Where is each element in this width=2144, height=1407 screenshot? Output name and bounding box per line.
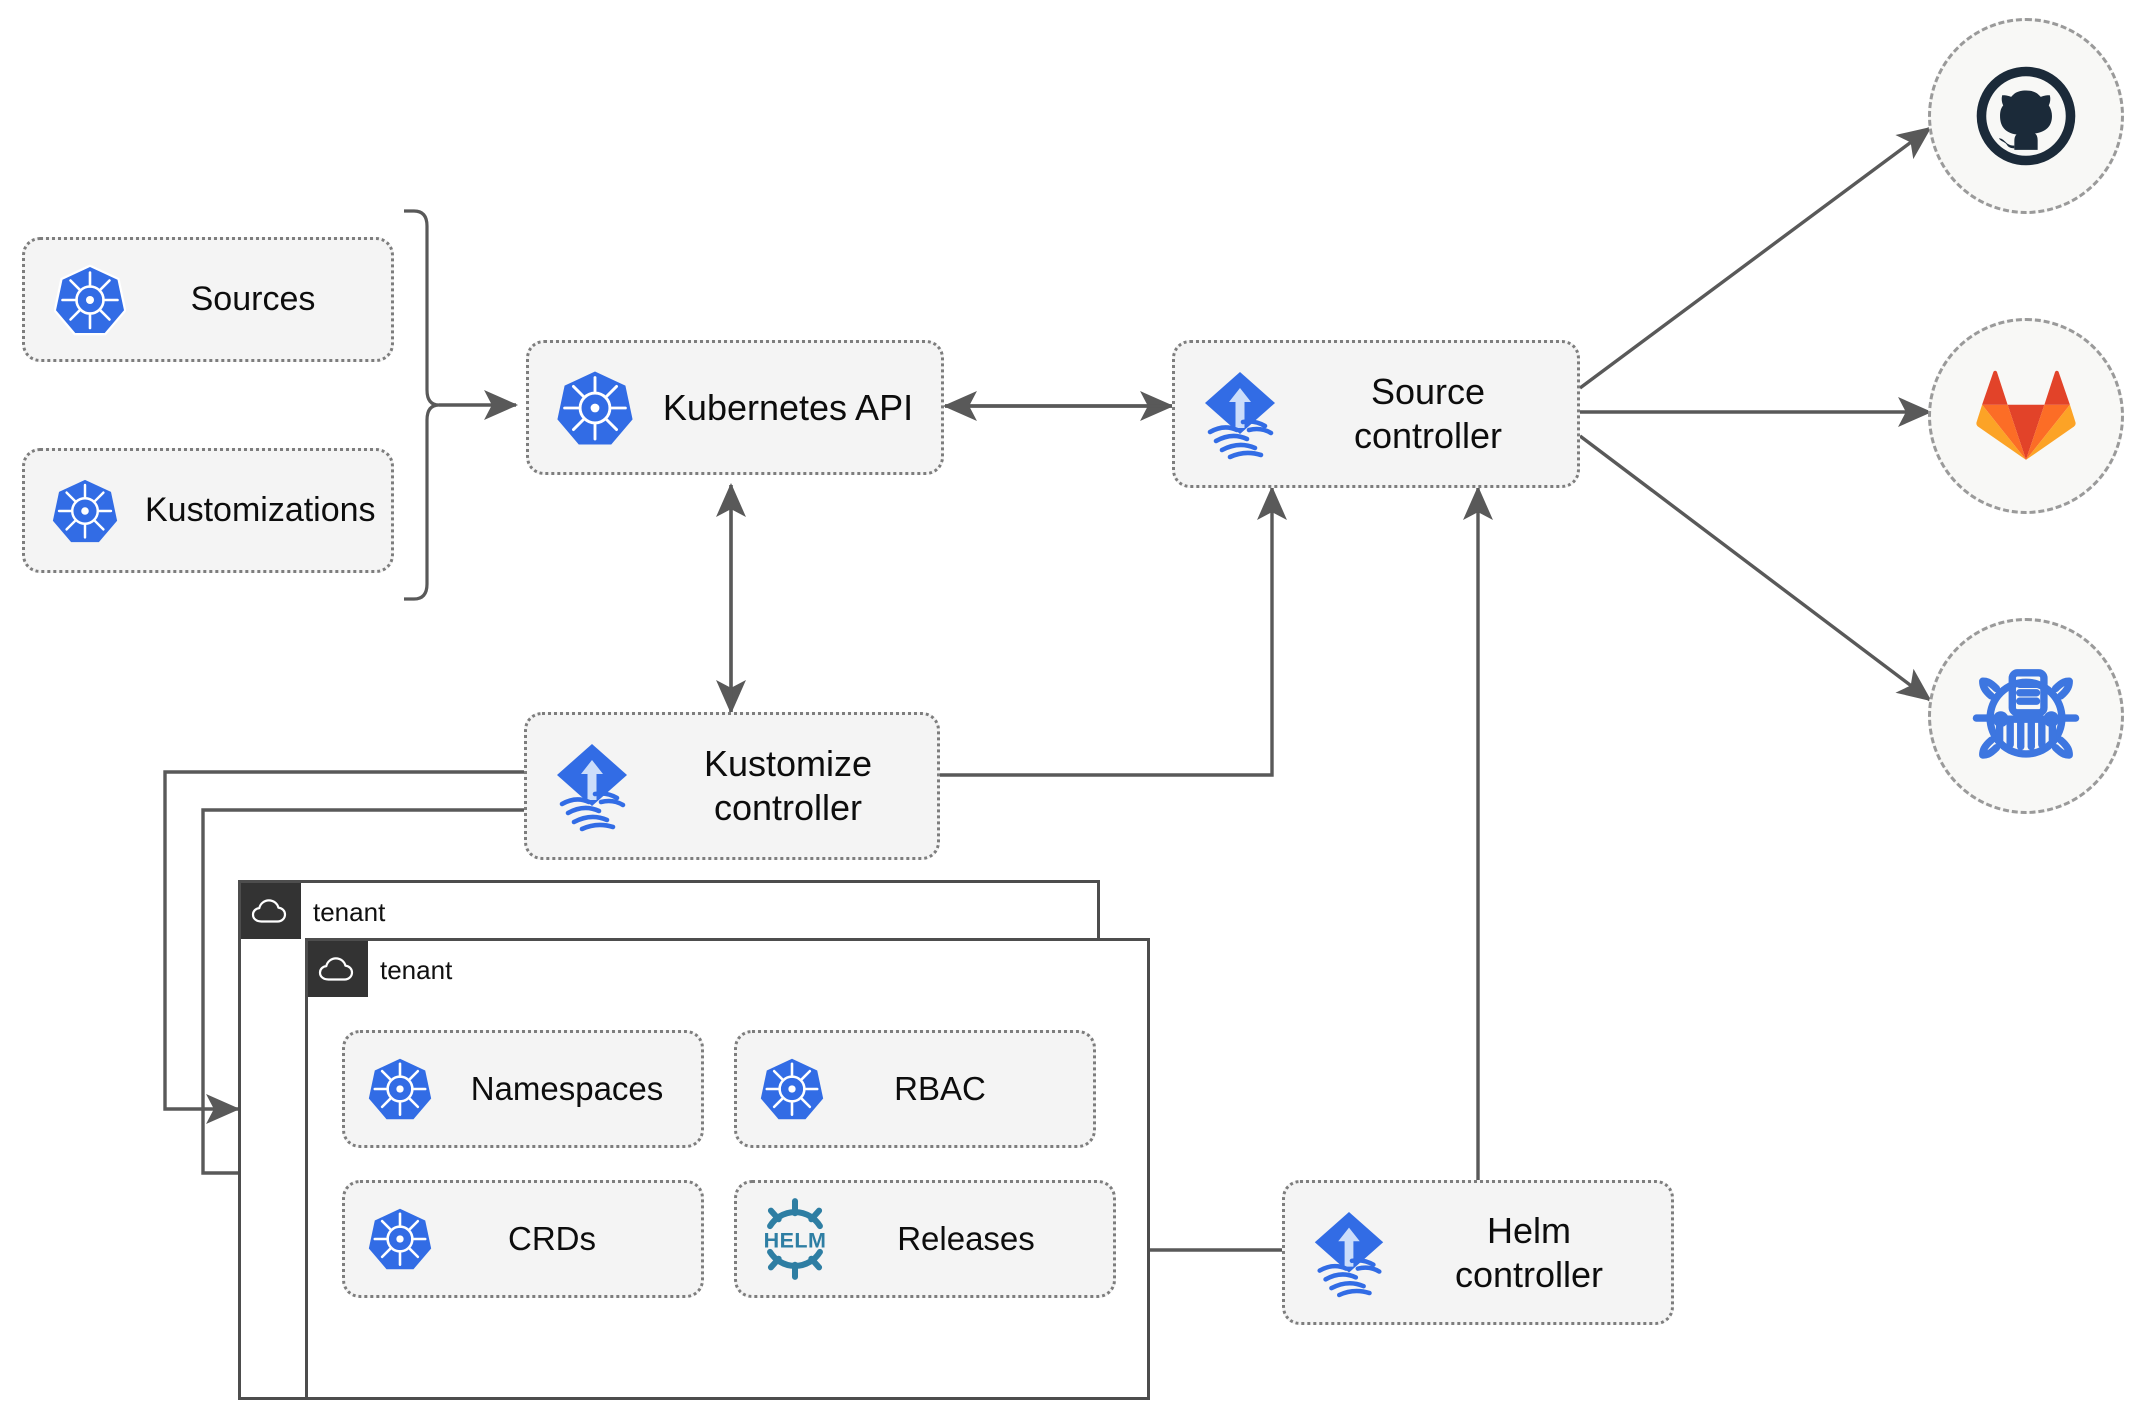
node-namespaces[interactable]: Namespaces — [342, 1030, 704, 1148]
github-icon — [1976, 66, 2076, 166]
cloud-icon — [251, 899, 287, 923]
tenant-label-front: tenant — [380, 955, 453, 985]
node-kubernetes-api[interactable]: Kubernetes API — [526, 340, 944, 475]
provider-github[interactable] — [1928, 18, 2124, 214]
node-crds[interactable]: CRDs — [342, 1180, 704, 1298]
tenant-label-back: tenant — [313, 897, 386, 927]
node-kustomizations[interactable]: Kustomizations — [22, 448, 394, 573]
node-sources[interactable]: Sources — [22, 237, 394, 362]
svg-text:HELM: HELM — [764, 1229, 827, 1253]
provider-gitlab[interactable] — [1928, 318, 2124, 514]
helm-icon: HELM — [737, 1196, 853, 1282]
node-helm-controller-label: Helm controller — [1454, 1209, 1604, 1295]
node-crds-label: CRDs — [508, 1219, 596, 1257]
node-kustomizations-label: Kustomizations — [145, 490, 376, 529]
kubernetes-icon — [737, 1054, 847, 1124]
kubernetes-icon — [529, 366, 661, 450]
gitlab-icon — [1976, 370, 2076, 460]
node-source-controller[interactable]: Source controller — [1172, 340, 1580, 488]
node-helm-controller[interactable]: Helm controller — [1282, 1180, 1674, 1325]
flux-icon — [527, 738, 657, 834]
tenant-tab-front — [308, 941, 368, 997]
kubernetes-icon — [25, 262, 155, 338]
node-kustomize-controller-label: Kustomize controller — [703, 743, 873, 828]
kubernetes-icon — [25, 475, 145, 547]
node-releases[interactable]: HELM Releases — [734, 1180, 1116, 1298]
tenant-panel-front[interactable]: tenant — [305, 938, 1150, 1400]
node-namespaces-label: Namespaces — [470, 1069, 664, 1107]
flux-icon — [1175, 366, 1305, 462]
cloud-icon — [318, 957, 354, 981]
node-rbac[interactable]: RBAC — [734, 1030, 1096, 1148]
node-source-controller-label: Source controller — [1353, 371, 1503, 456]
kubernetes-icon — [345, 1054, 455, 1124]
node-sources-label: Sources — [190, 279, 316, 318]
kubernetes-icon — [345, 1204, 455, 1274]
flux-icon — [1285, 1206, 1413, 1300]
tenant-tab-back — [241, 883, 301, 939]
node-releases-label: Releases — [897, 1219, 1035, 1257]
helm-repository-icon — [1972, 669, 2080, 759]
node-kubernetes-api-label: Kubernetes API — [662, 386, 914, 428]
provider-helm-repository[interactable] — [1928, 618, 2124, 814]
node-kustomize-controller[interactable]: Kustomize controller — [524, 712, 940, 860]
node-rbac-label: RBAC — [894, 1069, 986, 1107]
